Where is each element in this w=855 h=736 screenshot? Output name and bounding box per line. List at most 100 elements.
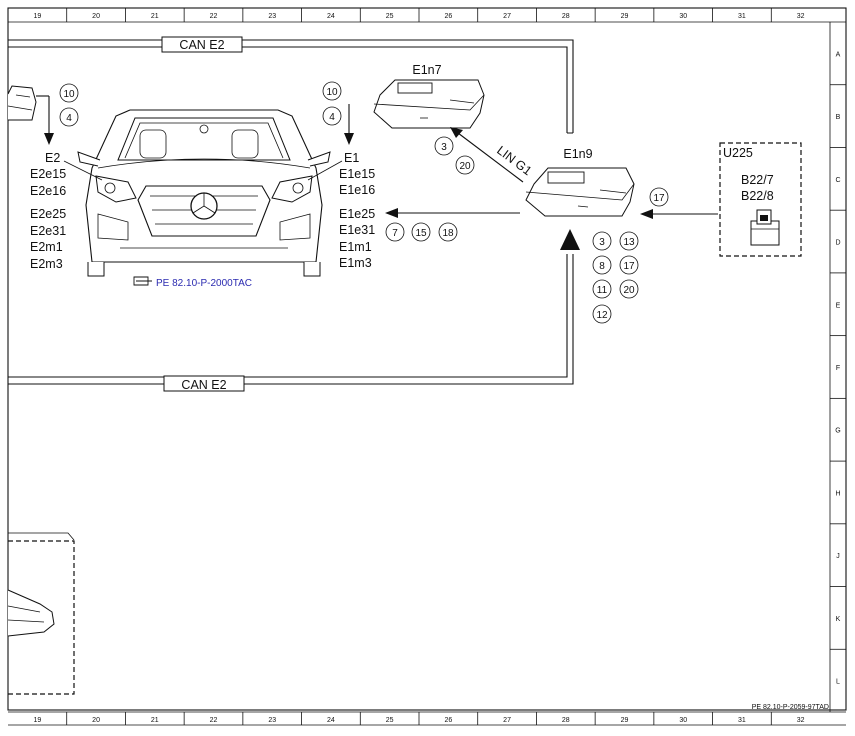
row-letter: D bbox=[835, 240, 840, 247]
right-label-7: E1m3 bbox=[339, 256, 372, 270]
right-label-1: E1 bbox=[344, 151, 359, 165]
row-letter: L bbox=[836, 679, 840, 686]
footer-code: PE 82.10-P-2059-97TAD bbox=[752, 704, 829, 711]
module-e1n9-label: E1n9 bbox=[563, 147, 592, 161]
left-label-4: E2e25 bbox=[30, 207, 66, 221]
column-number: 23 bbox=[268, 717, 276, 724]
row-letter: A bbox=[836, 51, 841, 58]
column-number: 24 bbox=[327, 717, 335, 724]
left-label-2: E2e15 bbox=[30, 167, 66, 181]
e1e25-callout-3: 18 bbox=[442, 228, 454, 239]
column-number: 26 bbox=[444, 13, 452, 20]
can-bus-top: CAN E2 bbox=[8, 36, 574, 134]
reference-link[interactable]: PE 82.10-P-2000TAC bbox=[133, 276, 252, 289]
u225-link bbox=[640, 209, 718, 219]
row-letter: E bbox=[836, 302, 841, 309]
e1n9-callout-a3: 11 bbox=[597, 285, 608, 296]
e1n9-callout-a2: 8 bbox=[599, 261, 605, 272]
column-number: 22 bbox=[210, 717, 218, 724]
column-number: 28 bbox=[562, 717, 570, 724]
e1n9-callout-a1: 3 bbox=[599, 237, 605, 248]
partial-module-left-top bbox=[7, 85, 37, 121]
can-bus-bottom-label: CAN E2 bbox=[181, 378, 226, 392]
right-label-group: E1 E1e15 E1e16 E1e25 E1e31 E1m1 E1m3 bbox=[307, 151, 375, 270]
left-label-group: E2 E2e15 E2e16 E2e25 E2e31 E2m1 E2m3 bbox=[30, 151, 103, 271]
e1e25-link bbox=[385, 208, 520, 218]
e1e25-callout-2: 15 bbox=[415, 228, 427, 239]
partial-box-bottom-left bbox=[7, 532, 75, 695]
column-number: 29 bbox=[621, 13, 629, 20]
column-number: 19 bbox=[33, 717, 41, 724]
column-number: 31 bbox=[738, 717, 746, 724]
e1e25-callouts: 7 15 18 bbox=[385, 222, 458, 242]
left-label-3: E2e16 bbox=[30, 184, 66, 198]
e1n9-callouts: 3 8 11 12 13 17 20 bbox=[592, 231, 639, 324]
u225-sensor-1: B22/7 bbox=[741, 173, 774, 187]
column-number: 27 bbox=[503, 13, 511, 20]
outer-frame bbox=[7, 7, 847, 711]
right-ref-2: 4 bbox=[329, 112, 335, 123]
right-ref-1: 10 bbox=[326, 87, 338, 98]
u225-box: U225 B22/7 B22/8 bbox=[719, 142, 802, 257]
left-headlamp bbox=[95, 175, 137, 203]
row-letter: C bbox=[835, 177, 840, 184]
left-ref-1: 10 bbox=[63, 89, 75, 100]
e1n9-callout-a4: 12 bbox=[596, 310, 608, 321]
left-ref-2: 4 bbox=[66, 113, 72, 124]
right-headlamp bbox=[271, 175, 313, 203]
can-bus-top-label: CAN E2 bbox=[179, 38, 224, 52]
ruler-ticks bbox=[66, 8, 846, 725]
e1n9-callout-b2: 17 bbox=[623, 261, 635, 272]
column-number: 32 bbox=[797, 13, 805, 20]
right-label-3: E1e16 bbox=[339, 183, 375, 197]
right-label-2: E1e15 bbox=[339, 167, 375, 181]
column-number: 23 bbox=[268, 13, 276, 20]
e1n9-callout-b3: 20 bbox=[623, 285, 635, 296]
lin-callouts: 3 20 bbox=[434, 136, 475, 175]
car-front-icon bbox=[77, 109, 331, 277]
left-label-7: E2m3 bbox=[30, 257, 63, 271]
reference-link-text[interactable]: PE 82.10-P-2000TAC bbox=[156, 278, 252, 289]
row-letter: F bbox=[836, 365, 840, 372]
e1e25-callout-1: 7 bbox=[392, 228, 398, 239]
column-number: 20 bbox=[92, 717, 100, 724]
row-letter: J bbox=[836, 553, 840, 560]
column-number: 32 bbox=[797, 717, 805, 724]
ruler-labels: 1919202021212222232324242525262627272828… bbox=[33, 13, 840, 724]
right-label-5: E1e31 bbox=[339, 223, 375, 237]
u225-callout: 17 bbox=[653, 193, 665, 204]
row-letter: G bbox=[835, 428, 840, 435]
partial-arrow-right-top bbox=[344, 104, 354, 145]
u225-label: U225 bbox=[723, 146, 753, 160]
left-label-6: E2m1 bbox=[30, 240, 63, 254]
left-label-1: E2 bbox=[45, 151, 60, 165]
lin-callout-2: 20 bbox=[459, 161, 471, 172]
switch-icon bbox=[750, 209, 780, 246]
left-label-5: E2e31 bbox=[30, 224, 66, 238]
row-letter: K bbox=[836, 616, 841, 623]
column-number: 24 bbox=[327, 13, 335, 20]
column-number: 20 bbox=[92, 13, 100, 20]
column-number: 19 bbox=[33, 13, 41, 20]
right-label-4: E1e25 bbox=[339, 207, 375, 221]
module-e1n9-icon bbox=[525, 167, 635, 217]
column-number: 29 bbox=[621, 717, 629, 724]
e1n9-callout-b1: 13 bbox=[623, 237, 635, 248]
u225-sensor-2: B22/8 bbox=[741, 189, 774, 203]
right-label-6: E1m1 bbox=[339, 240, 372, 254]
column-number: 30 bbox=[679, 717, 687, 724]
lin-callout-1: 3 bbox=[441, 142, 447, 153]
column-number: 30 bbox=[679, 13, 687, 20]
can-bus-bottom: CAN E2 bbox=[8, 229, 580, 392]
column-number: 21 bbox=[151, 13, 159, 20]
module-e1n7-label: E1n7 bbox=[412, 63, 441, 77]
column-number: 25 bbox=[386, 13, 394, 20]
row-letter: B bbox=[836, 114, 841, 121]
column-number: 26 bbox=[444, 717, 452, 724]
partial-arrow-left-top bbox=[36, 95, 54, 145]
column-number: 27 bbox=[503, 717, 511, 724]
column-number: 21 bbox=[151, 717, 159, 724]
column-number: 28 bbox=[562, 13, 570, 20]
column-number: 25 bbox=[386, 717, 394, 724]
